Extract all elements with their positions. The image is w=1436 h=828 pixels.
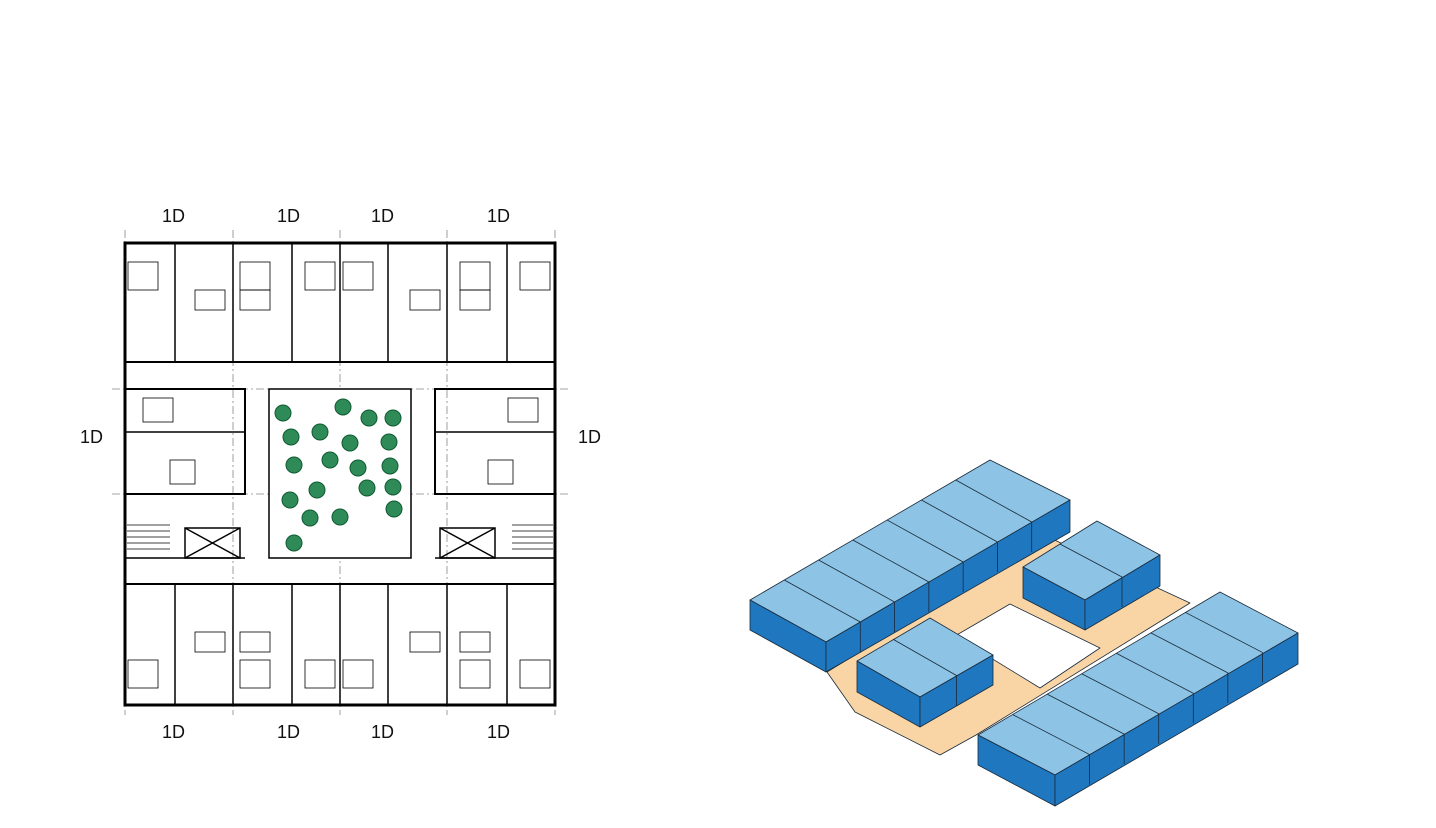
tree-icon [281,491,299,509]
courtyard-trees [274,398,403,552]
dining-table-icon [239,289,271,311]
unit-division-line [921,499,998,572]
unit-division-line [1046,693,1125,765]
unit-label-top-1: 1D [162,206,185,226]
tree-icon [285,456,303,474]
dining-table-icon [194,631,226,653]
axonometric-view [749,459,1299,807]
unit-label-bottom-1: 1D [162,722,185,742]
bed-icon [304,261,336,291]
courtyard-opening [954,603,1101,689]
bed-icon [239,659,271,689]
bed-icon [239,261,271,291]
unit-division-line [784,579,861,652]
bed-icon [127,261,159,291]
unit-division-line [1150,632,1229,703]
unit-label-bottom-3: 1D [371,722,394,742]
furniture [127,261,551,689]
unit-division-line [1116,652,1194,724]
bed-icon [519,261,551,291]
bed-icon [342,261,374,291]
dining-table-icon [194,289,226,311]
bed-icon [519,659,551,689]
dining-table-icon [487,459,514,485]
bed-icon [459,659,491,689]
tree-icon [282,428,300,446]
tree-icon [331,508,349,526]
tree-icon [285,534,303,552]
tree-icon [358,479,376,497]
tree-icon [274,404,292,422]
unit-division-line [886,519,964,592]
tree-icon [349,459,367,477]
dining-table-icon [459,631,491,653]
tree-icon [334,398,352,416]
tree-icon [384,409,402,427]
unit-division-line [893,639,957,706]
unit-label-bottom-2: 1D [277,722,300,742]
unit-label-left: 1D [80,427,103,447]
plan-labels: 1D 1D 1D 1D 1D 1D 1D 1D 1D 1D [80,206,601,742]
tree-icon [360,409,378,427]
unit-label-top-4: 1D [487,206,510,226]
bed-icon [459,261,491,291]
unit-division-line [1185,612,1263,683]
bed-icon [507,397,539,423]
tree-icon [321,451,339,469]
bottom-units [125,583,555,705]
tree-icon [385,500,403,518]
dining-table-icon [409,631,441,653]
unit-division-line [1081,673,1160,744]
bed-icon [304,659,336,689]
block-front [977,591,1299,807]
bed-icon [342,659,374,689]
top-units [125,243,555,363]
unit-division-line [1059,543,1123,607]
bed-icon [142,397,174,423]
dining-table-icon [169,459,196,485]
tree-icon [301,509,319,527]
dining-table-icon [239,631,271,653]
dining-table-icon [459,289,491,311]
block-back [749,459,1071,673]
unit-division-line [1012,714,1090,785]
unit-label-top-2: 1D [277,206,300,226]
unit-label-bottom-4: 1D [487,722,510,742]
tree-icon [311,423,329,441]
stairs-right [512,524,553,550]
floor-plan [112,230,568,715]
unit-division-line [818,559,895,632]
tree-icon [384,478,402,496]
unit-label-top-3: 1D [371,206,394,226]
tree-icon [381,457,399,475]
unit-divisions [784,479,1263,785]
side-units [124,388,556,559]
unit-division-line [955,479,1033,552]
unit-division-line [852,539,930,612]
tree-icon [341,434,359,452]
dining-table-icon [409,289,441,311]
stairs-left [127,524,170,550]
tree-icon [308,481,326,499]
unit-label-right: 1D [578,427,601,447]
bed-icon [127,659,159,689]
tree-icon [380,433,398,451]
